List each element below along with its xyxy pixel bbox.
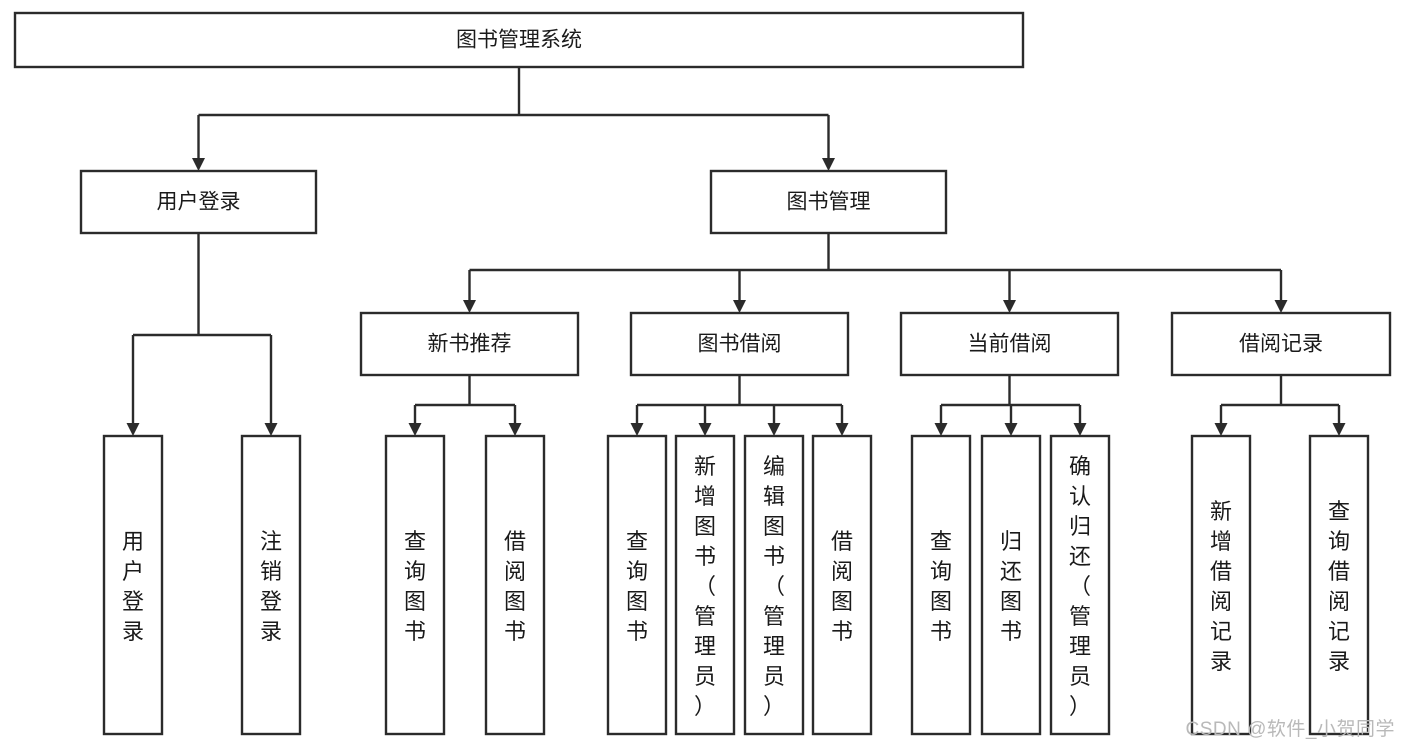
edge-to-leaf-user-login-arrowhead-icon xyxy=(126,423,140,436)
node-user-login-label: 用户登录 xyxy=(157,191,241,214)
edge-to-leaf-query-book-borrow-arrowhead-icon xyxy=(630,423,644,436)
node-current-borrow[interactable]: 当前借阅 xyxy=(899,311,1120,377)
node-leaf-add-record-label: 新增借阅记录 xyxy=(1210,499,1232,674)
edge-to-leaf-return-book-arrowhead-icon xyxy=(1004,423,1018,436)
node-leaf-query-book-rec[interactable]: 查询图书 xyxy=(384,434,446,736)
edge-to-leaf-add-book-arrowhead-icon xyxy=(698,423,712,436)
node-boxes: 图书管理系统用户登录图书管理新书推荐图书借阅当前借阅借阅记录用户登录注销登录查询… xyxy=(13,11,1392,736)
node-leaf-query-book-current-box[interactable] xyxy=(910,434,972,736)
node-leaf-borrow-book[interactable]: 借阅图书 xyxy=(811,434,873,736)
node-book-management-label: 图书管理 xyxy=(787,191,871,214)
node-leaf-edit-book[interactable]: 编辑图书（管理员） xyxy=(743,434,805,736)
node-leaf-query-book-borrow[interactable]: 查询图书 xyxy=(606,434,668,736)
node-leaf-confirm-return-label: 确认归还（管理员） xyxy=(1069,454,1091,719)
edge-to-leaf-borrow-book-arrowhead-icon xyxy=(835,423,849,436)
edge-to-leaf-query-book-rec-arrowhead-icon xyxy=(408,423,422,436)
node-new-book-recommend-box[interactable] xyxy=(359,311,580,377)
node-leaf-query-book-borrow-box[interactable] xyxy=(606,434,668,736)
node-current-borrow-box[interactable] xyxy=(899,311,1120,377)
node-leaf-user-login[interactable]: 用户登录 xyxy=(102,434,164,736)
node-leaf-user-login-label: 用户登录 xyxy=(122,529,144,644)
node-leaf-confirm-return[interactable]: 确认归还（管理员） xyxy=(1049,434,1111,736)
node-leaf-query-record[interactable]: 查询借阅记录 xyxy=(1308,434,1370,736)
node-leaf-query-record-label: 查询借阅记录 xyxy=(1328,499,1350,674)
node-leaf-add-book[interactable]: 新增图书（管理员） xyxy=(674,434,736,736)
node-leaf-add-book-box[interactable] xyxy=(674,434,736,736)
node-leaf-borrow-book-rec-label: 借阅图书 xyxy=(504,529,526,644)
node-leaf-logout[interactable]: 注销登录 xyxy=(240,434,302,736)
node-leaf-add-book-label: 新增图书（管理员） xyxy=(694,454,716,719)
edge-to-current-borrow-arrowhead-icon xyxy=(1003,300,1016,313)
edge-to-book-borrow-arrowhead-icon xyxy=(733,300,746,313)
node-leaf-logout-label: 注销登录 xyxy=(260,529,282,644)
node-root-system[interactable]: 图书管理系统 xyxy=(13,11,1025,69)
edge-to-borrow-record-arrowhead-icon xyxy=(1274,300,1288,313)
node-borrow-record-label: 借阅记录 xyxy=(1239,333,1323,356)
node-book-management-box[interactable] xyxy=(709,169,948,235)
node-leaf-return-book-box[interactable] xyxy=(980,434,1042,736)
edge-to-user-login-arrowhead-icon xyxy=(192,158,205,171)
node-leaf-borrow-book-label: 借阅图书 xyxy=(831,529,853,644)
node-new-book-recommend[interactable]: 新书推荐 xyxy=(359,311,580,377)
node-leaf-query-book-borrow-label: 查询图书 xyxy=(626,529,648,644)
node-leaf-edit-book-box[interactable] xyxy=(743,434,805,736)
node-leaf-query-book-rec-label: 查询图书 xyxy=(404,529,426,644)
node-leaf-user-login-box[interactable] xyxy=(102,434,164,736)
node-book-borrow[interactable]: 图书借阅 xyxy=(629,311,850,377)
node-leaf-return-book-label: 归还图书 xyxy=(1000,529,1022,644)
node-leaf-edit-book-label: 编辑图书（管理员） xyxy=(763,454,785,719)
node-user-login-box[interactable] xyxy=(79,169,318,235)
node-root-system-label: 图书管理系统 xyxy=(456,29,582,52)
node-leaf-add-record[interactable]: 新增借阅记录 xyxy=(1190,434,1252,736)
connector-edges xyxy=(126,67,1346,436)
edge-to-leaf-query-record-arrowhead-icon xyxy=(1332,423,1346,436)
node-borrow-record-box[interactable] xyxy=(1170,311,1392,377)
node-leaf-query-book-rec-box[interactable] xyxy=(384,434,446,736)
node-book-borrow-box[interactable] xyxy=(629,311,850,377)
node-root-system-box[interactable] xyxy=(13,11,1025,69)
node-leaf-add-record-box[interactable] xyxy=(1190,434,1252,736)
node-leaf-query-book-current[interactable]: 查询图书 xyxy=(910,434,972,736)
node-leaf-confirm-return-box[interactable] xyxy=(1049,434,1111,736)
node-leaf-borrow-book-box[interactable] xyxy=(811,434,873,736)
node-leaf-query-book-current-label: 查询图书 xyxy=(930,529,952,644)
node-book-borrow-label: 图书借阅 xyxy=(698,333,782,356)
edge-to-leaf-add-record-arrowhead-icon xyxy=(1214,423,1228,436)
node-borrow-record[interactable]: 借阅记录 xyxy=(1170,311,1392,377)
node-new-book-recommend-label: 新书推荐 xyxy=(428,333,512,356)
node-user-login[interactable]: 用户登录 xyxy=(79,169,318,235)
edge-to-leaf-edit-book-arrowhead-icon xyxy=(767,423,781,436)
edge-to-new-book-recommend-arrowhead-icon xyxy=(463,300,476,313)
node-book-management[interactable]: 图书管理 xyxy=(709,169,948,235)
edge-to-leaf-borrow-book-rec-arrowhead-icon xyxy=(508,423,522,436)
edge-to-leaf-logout-arrowhead-icon xyxy=(264,423,278,436)
node-leaf-borrow-book-rec-box[interactable] xyxy=(484,434,546,736)
node-leaf-query-record-box[interactable] xyxy=(1308,434,1370,736)
edge-to-leaf-confirm-return-arrowhead-icon xyxy=(1073,423,1087,436)
node-leaf-borrow-book-rec[interactable]: 借阅图书 xyxy=(484,434,546,736)
node-leaf-logout-box[interactable] xyxy=(240,434,302,736)
node-leaf-return-book[interactable]: 归还图书 xyxy=(980,434,1042,736)
edge-to-leaf-query-book-current-arrowhead-icon xyxy=(934,423,948,436)
edge-to-book-management-arrowhead-icon xyxy=(822,158,835,171)
node-current-borrow-label: 当前借阅 xyxy=(968,333,1052,356)
